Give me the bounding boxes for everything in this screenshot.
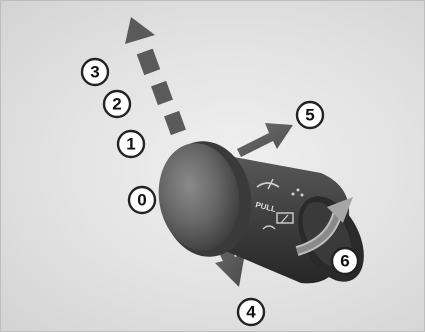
callout-1: 1 xyxy=(118,131,144,157)
callout-6: 6 xyxy=(332,248,358,274)
svg-text:6: 6 xyxy=(340,252,349,271)
svg-text:1: 1 xyxy=(126,135,135,154)
callout-2: 2 xyxy=(104,91,130,117)
arrow-right-icon xyxy=(237,123,293,157)
callout-0: 0 xyxy=(129,187,155,213)
svg-text:4: 4 xyxy=(246,303,256,322)
callout-5: 5 xyxy=(297,102,323,128)
position-path-arrow xyxy=(125,17,186,135)
callout-3: 3 xyxy=(82,59,108,85)
svg-text:3: 3 xyxy=(90,63,99,82)
path-dash-3 xyxy=(137,49,160,75)
svg-text:0: 0 xyxy=(137,191,146,210)
path-arrowhead-up-icon xyxy=(125,17,155,44)
path-dash-2 xyxy=(151,81,173,105)
svg-text:2: 2 xyxy=(112,95,121,114)
pull-arrow xyxy=(237,123,293,157)
callout-4: 4 xyxy=(238,299,264,325)
svg-text:5: 5 xyxy=(305,106,314,125)
path-dash-1 xyxy=(164,111,186,135)
